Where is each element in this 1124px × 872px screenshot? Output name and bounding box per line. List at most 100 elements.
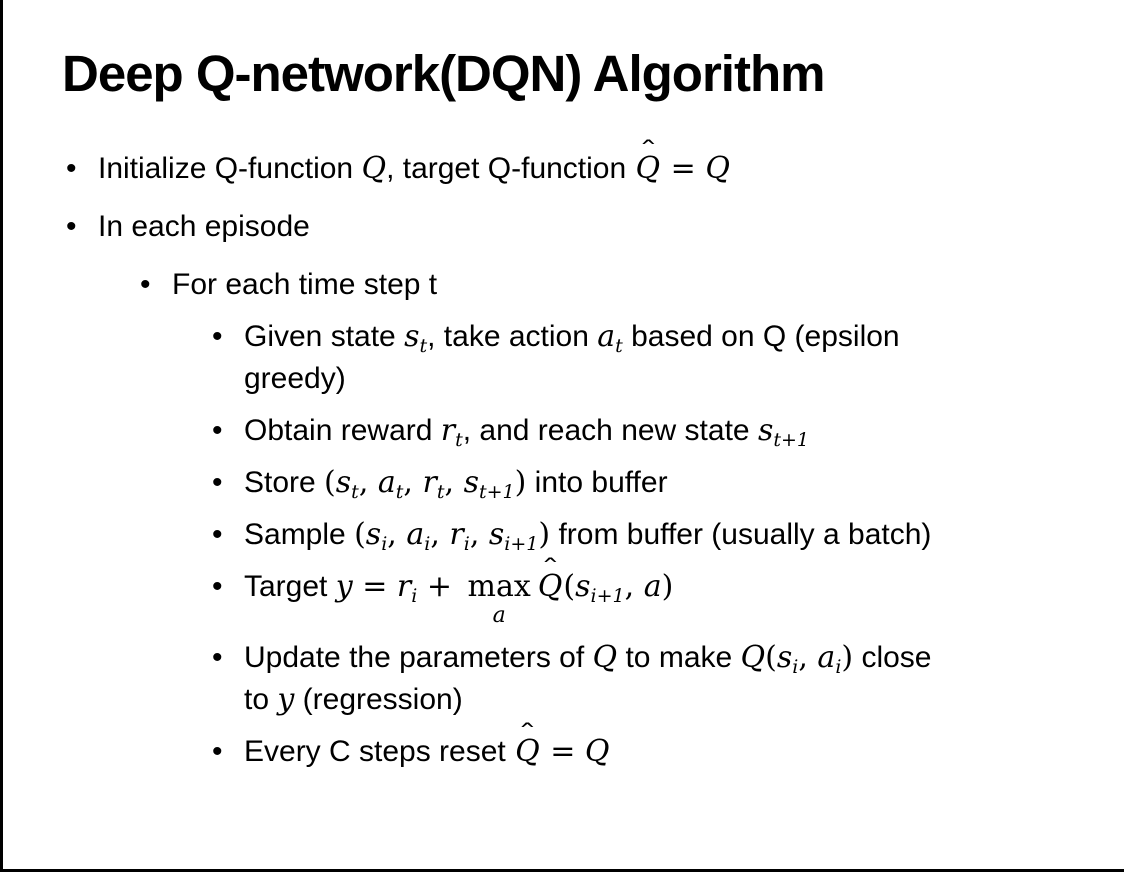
math-operator: = xyxy=(661,151,706,186)
math-subscript: t xyxy=(395,481,404,503)
math-variable: Q xyxy=(361,151,387,186)
math-variable: s xyxy=(365,517,382,552)
math-subscript: i xyxy=(463,533,470,555)
text-run: , take action xyxy=(427,320,598,353)
math-variable: a xyxy=(597,319,616,354)
math-variable: s xyxy=(776,640,793,675)
math-operator: , xyxy=(430,517,450,552)
max-operator: max xyxy=(467,569,531,604)
bullet-marker-icon: • xyxy=(212,735,223,768)
math-operator: ) xyxy=(514,465,527,500)
bullet-text: In each episode xyxy=(98,206,310,248)
math-variable: a xyxy=(643,569,662,604)
text-run: Target xyxy=(244,570,336,603)
math-variable: s xyxy=(757,413,774,448)
math-operator: = xyxy=(352,569,397,604)
math-variable: a xyxy=(406,517,425,552)
bullet-item: •Obtain reward rt, and reach new state s… xyxy=(0,410,1124,452)
math-subscript: i xyxy=(424,533,431,555)
math-subscript: t+1 xyxy=(773,429,809,451)
math-subscript: t xyxy=(436,481,445,503)
math-operator: = xyxy=(540,734,585,769)
text-run: to xyxy=(244,683,278,716)
bullet-text: Initialize Q-function Q, target Q-functi… xyxy=(98,139,730,190)
math-variable: s xyxy=(335,465,352,500)
hat-accent-icon: ˆ xyxy=(540,554,560,583)
bullet-list: •Initialize Q-function Q, target Q-funct… xyxy=(0,139,1124,783)
bullet-item: •Sample (si, ai, ri, si+1) from buffer (… xyxy=(0,514,1124,556)
bullet-text: Given state st, take action at based on … xyxy=(244,316,900,400)
bullet-item: • For each time step t xyxy=(0,264,1124,306)
math-operator: ( xyxy=(563,569,576,604)
bullet-marker-icon: • xyxy=(66,210,77,243)
bullet-item: • Given state st, take action at based on… xyxy=(0,316,1124,400)
bullet-text: Store (st, at, rt, st+1) into buffer xyxy=(244,462,668,504)
bullet-text: Update the parameters of Q to make Q(si,… xyxy=(244,637,931,721)
text-run: Store xyxy=(244,466,325,499)
math-variable: y xyxy=(335,569,353,604)
text-run: Initialize Q-function xyxy=(98,152,362,185)
bullet-item: •Initialize Q-function Q, target Q-funct… xyxy=(0,139,1124,190)
math-operator: ( xyxy=(765,640,777,675)
math-variable: s xyxy=(575,569,591,604)
math-subscript: i xyxy=(381,533,388,555)
math-subscript: t xyxy=(351,481,359,503)
math-variable: r xyxy=(396,569,412,604)
text-run: In each episode xyxy=(98,210,310,243)
bullet-item: • In each episode xyxy=(0,206,1124,248)
math-operator: , xyxy=(387,517,407,552)
math-variable: Q xyxy=(592,640,618,675)
slide-border-left xyxy=(0,0,3,872)
math-operator: , xyxy=(358,465,378,500)
math-variable: y xyxy=(277,682,295,717)
math-variable: Q xyxy=(740,640,766,675)
math-variable: s xyxy=(488,517,505,552)
math-operator: ( xyxy=(354,517,366,552)
math-variable: a xyxy=(377,465,396,500)
math-operator: ( xyxy=(324,465,336,500)
math-variable: Q xyxy=(537,569,563,604)
math-variable: r xyxy=(449,517,464,552)
math-subscript: i+1 xyxy=(590,585,625,607)
math-variable: Q xyxy=(635,151,661,186)
text-run: into buffer xyxy=(526,466,668,499)
math-operator: + xyxy=(417,569,462,604)
math-subscript: t xyxy=(455,429,463,451)
text-run: , target Q-function xyxy=(386,152,635,185)
math-operator: ) xyxy=(841,640,854,675)
text-run: , and reach new state xyxy=(462,414,758,447)
bullet-item: •Update the parameters of Q to make Q(si… xyxy=(0,637,1124,721)
bullet-marker-icon: • xyxy=(140,268,151,301)
text-run: greedy) xyxy=(244,362,346,395)
math-variable: s xyxy=(463,465,479,500)
math-variable: Q xyxy=(515,734,540,769)
math-variable: r xyxy=(440,413,456,448)
text-run: For each time step t xyxy=(172,268,438,301)
bullet-text: For each time step t xyxy=(172,264,437,306)
math-subscript: i xyxy=(792,656,799,678)
math-variable: r xyxy=(422,465,437,500)
text-run: Every C steps reset xyxy=(244,735,515,768)
bullet-marker-icon: • xyxy=(212,320,223,353)
math-subscript: t xyxy=(615,335,623,357)
math-subscript: i xyxy=(411,585,418,607)
text-run: Sample xyxy=(244,518,355,551)
math-variable: Q xyxy=(705,151,730,186)
bullet-marker-icon: • xyxy=(212,466,223,499)
hat-accent-icon: ˆ xyxy=(517,719,537,748)
slide-title: Deep Q-network(DQN) Algorithm xyxy=(62,45,825,102)
bullet-marker-icon: • xyxy=(212,570,223,603)
math-subscript: t xyxy=(419,335,428,357)
bullet-marker-icon: • xyxy=(212,414,223,447)
text-run: (regression) xyxy=(294,683,463,716)
math-operator: ) xyxy=(661,569,674,604)
bullet-marker-icon: • xyxy=(212,518,223,551)
bullet-item: • Store (st, at, rt, st+1) into buffer xyxy=(0,462,1124,504)
math-subscript: i xyxy=(835,656,842,678)
